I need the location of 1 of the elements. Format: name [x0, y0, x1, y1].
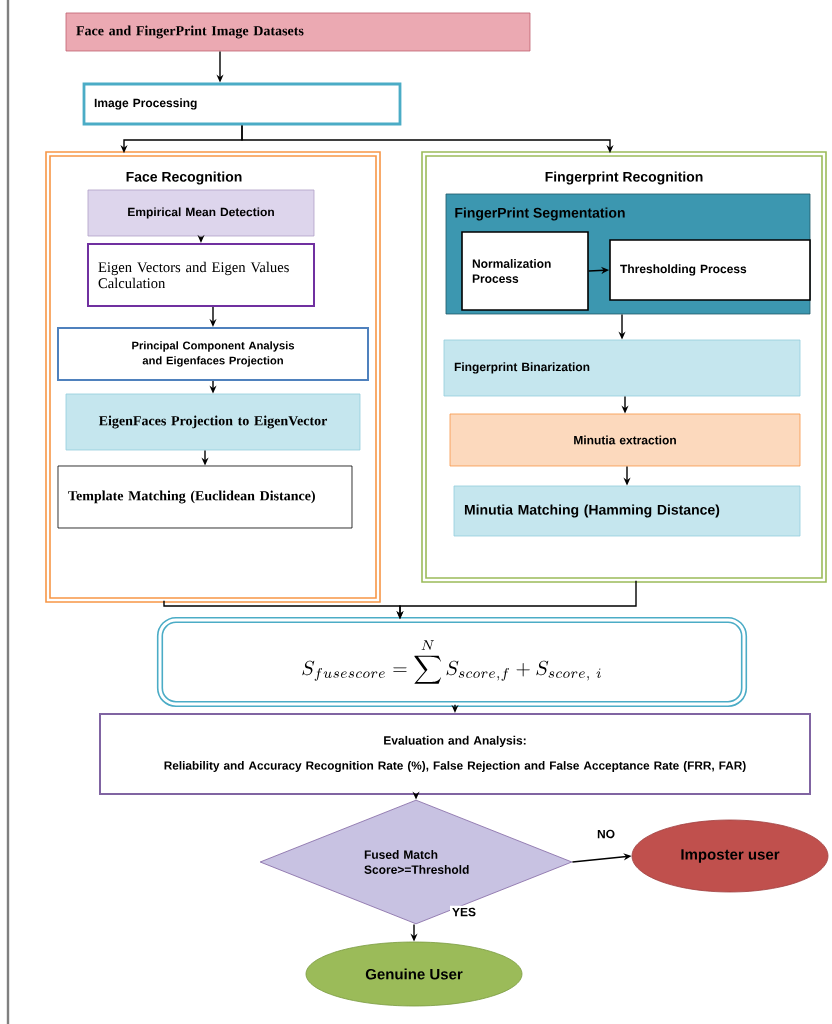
formula-box: $S_{fusescore} = \sum^{N} S_{score,f} + S_{score,\ i}$ [156, 616, 748, 708]
